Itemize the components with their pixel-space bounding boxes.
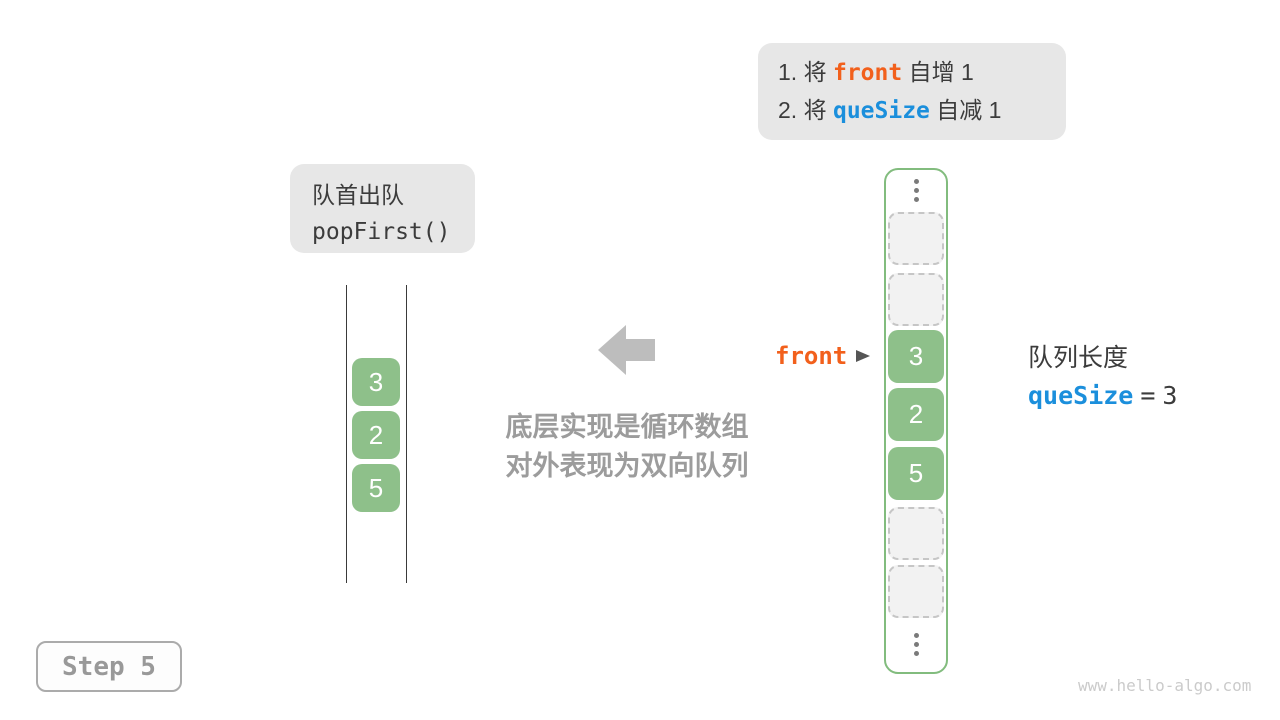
note-line-1-suffix: 自增 1 — [908, 59, 974, 85]
queue-value: 3 — [352, 358, 400, 406]
quesize-variable-label: queSize — [832, 98, 930, 124]
left-arrow-icon — [598, 325, 655, 375]
watermark: www.hello-algo.com — [1078, 676, 1252, 695]
front-variable-label: front — [832, 60, 903, 86]
operation-steps-note: 1. 将 front 自增 1 2. 将 queSize 自减 1 — [758, 43, 1066, 140]
arrow-tail — [626, 339, 655, 361]
equals-sign: = — [1140, 381, 1156, 410]
array-cell: 2 — [888, 388, 944, 441]
queue-length-label: 队列长度 queSize = 3 — [1028, 340, 1177, 415]
note-line-1-prefix: 1. 将 — [778, 59, 827, 85]
note-line-1: 1. 将 front 自增 1 — [778, 54, 1044, 92]
array-cell-empty — [888, 212, 944, 265]
circular-array: 3 2 5 — [884, 168, 948, 674]
center-caption: 底层实现是循环数组 对外表现为双向队列 — [492, 408, 762, 486]
front-pointer: front — [775, 342, 871, 370]
queue-length-title: 队列长度 — [1028, 344, 1129, 372]
operation-label-box: 队首出队 popFirst() — [290, 164, 475, 253]
quesize-value: 3 — [1162, 381, 1178, 410]
note-line-2-suffix: 自减 1 — [936, 97, 1002, 123]
note-line-2-prefix: 2. 将 — [778, 97, 827, 123]
operation-code: popFirst() — [312, 219, 451, 245]
operation-title: 队首出队 — [312, 182, 404, 208]
caption-line-2: 对外表现为双向队列 — [505, 451, 749, 481]
note-line-2: 2. 将 queSize 自减 1 — [778, 92, 1044, 130]
queue-length-value-line: queSize = 3 — [1028, 377, 1177, 415]
array-cell: 5 — [888, 447, 944, 500]
arrow-head — [598, 325, 626, 375]
array-cell-empty — [888, 565, 944, 618]
array-cell-front: 3 — [888, 330, 944, 383]
queue-value: 2 — [352, 411, 400, 459]
queue-value: 5 — [352, 464, 400, 512]
front-arrow-icon — [856, 350, 871, 362]
quesize-name: queSize — [1028, 381, 1134, 410]
step-badge: Step 5 — [36, 641, 182, 692]
caption-line-1: 底层实现是循环数组 — [505, 412, 749, 442]
array-cell-empty — [888, 507, 944, 560]
ellipsis-bottom-icon — [886, 633, 946, 656]
front-pointer-label: front — [775, 342, 848, 370]
abstract-queue: 3 2 5 — [346, 285, 407, 583]
ellipsis-top-icon — [886, 179, 946, 202]
array-cell-empty — [888, 273, 944, 326]
